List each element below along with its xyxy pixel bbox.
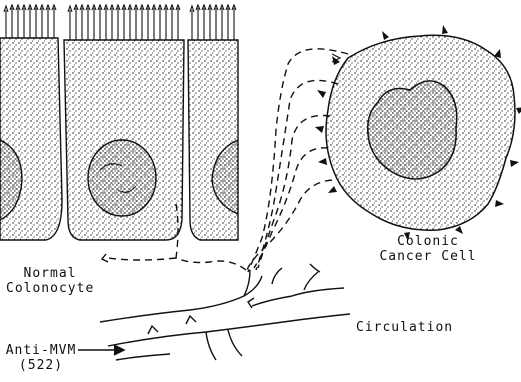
antibody-injection-arrow — [78, 345, 124, 355]
normal-colonocyte-label-line-1: Normal — [6, 266, 94, 281]
normal-colonocyte-label-line-2: Colonocyte — [6, 281, 94, 296]
colonocyte-nucleus — [88, 140, 156, 216]
antibody-label-line-1: Anti-MVM — [2, 343, 80, 358]
antibody-marker-1 — [148, 326, 158, 334]
blood-vessel — [100, 264, 350, 360]
cancer-cell-label-line-1: Colonic — [368, 234, 488, 249]
antibody-marker-2 — [186, 316, 196, 324]
normal-colonocyte-label: Normal Colonocyte — [6, 266, 94, 296]
antibody-marker-3 — [248, 298, 254, 308]
cancer-cell-label: Colonic Cancer Cell — [368, 234, 488, 264]
antibody-label: Anti-MVM (522) — [2, 343, 80, 373]
cancer-cell — [315, 25, 521, 241]
microvilli-brush-border — [4, 5, 236, 40]
cancer-cell-label-line-2: Cancer Cell — [368, 249, 488, 264]
antibody-label-line-2: (522) — [2, 358, 80, 373]
normal-epithelium — [0, 5, 238, 240]
circulation-label: Circulation — [356, 320, 453, 335]
